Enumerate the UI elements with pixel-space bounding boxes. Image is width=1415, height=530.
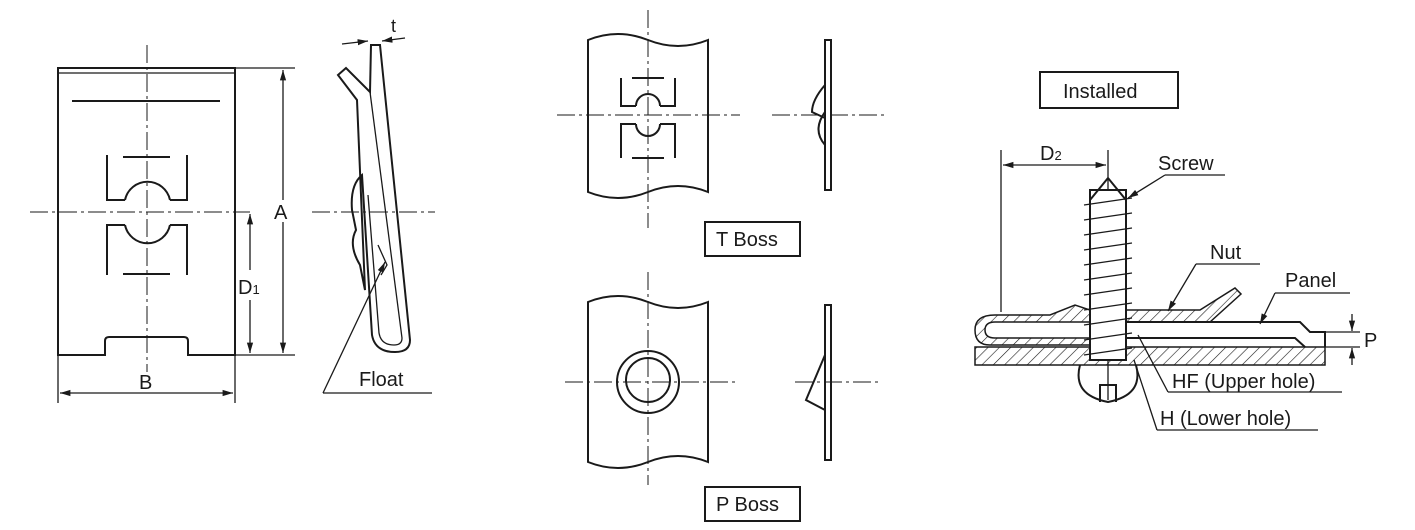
dim-t-label: t bbox=[391, 16, 396, 36]
nut-label: Nut bbox=[1210, 242, 1242, 264]
dim-d1-label: D1 bbox=[238, 277, 260, 299]
installed-title: Installed bbox=[1063, 81, 1138, 103]
dim-p-label: P bbox=[1364, 330, 1377, 352]
clip-front-view: A D1 B bbox=[30, 45, 295, 403]
dim-a-label: A bbox=[274, 202, 288, 224]
dim-b-label: B bbox=[139, 372, 152, 394]
screw-label: Screw bbox=[1158, 153, 1214, 175]
p-boss-label: P Boss bbox=[716, 494, 779, 516]
clip-side-view: t Float bbox=[312, 16, 435, 394]
dim-d2-label: D2 bbox=[1040, 143, 1062, 165]
t-boss-label: T Boss bbox=[716, 229, 778, 251]
float-label: Float bbox=[359, 369, 404, 391]
hf-label: HF (Upper hole) bbox=[1172, 371, 1315, 393]
p-boss-view: P Boss bbox=[565, 272, 880, 522]
t-boss-view: T Boss bbox=[557, 10, 885, 257]
screw-threads bbox=[1083, 197, 1133, 356]
h-label: H (Lower hole) bbox=[1160, 408, 1291, 430]
panel-label: Panel bbox=[1285, 270, 1336, 292]
installed-view: Installed D2 Screw Nut Panel P HF (Upper… bbox=[974, 71, 1377, 431]
